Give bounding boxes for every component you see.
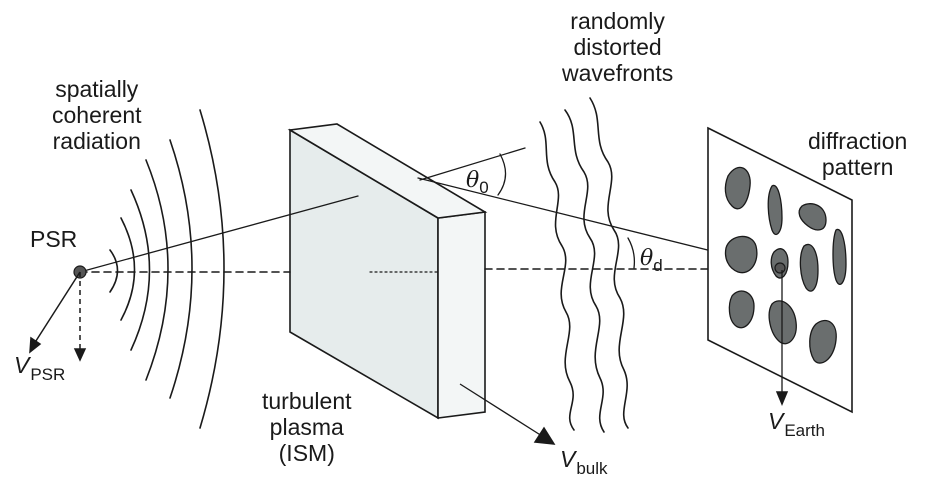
earth-dot [774,262,786,274]
coherent-wavefronts [109,109,225,429]
speckle-6 [799,243,819,292]
label-wavefronts-line-2: distorted [573,34,662,60]
speckle-7 [832,228,847,285]
thetad-arc [627,237,636,269]
label-distorted-wavefronts: randomly distorted wavefronts [562,8,673,86]
label-plasma-line-3: (ISM) [278,440,335,466]
label-coherent-radiation: spatially coherent radiation [52,76,142,154]
wavefront-arc-2 [120,217,136,321]
distorted-wavefront-3 [589,97,629,429]
v-bulk-arrow-line [459,383,543,437]
wavefront-arc-6 [199,109,225,429]
theta0-arc [497,153,507,196]
label-v-earth: VEarth [768,408,825,440]
distorted-wavefronts [539,97,629,433]
distorted-wavefront-2 [564,109,605,433]
label-wavefronts-line-3: wavefronts [562,60,674,86]
label-coherent-line-2: coherent [52,102,142,128]
wavefront-arc-3 [130,189,151,351]
label-v-bulk-symbol: V [560,446,576,472]
v-psr-projection-arrowhead [73,348,87,362]
label-v-psr-sub: PSR [30,365,66,384]
speckle-8 [728,290,755,329]
label-theta0-sub: 0 [479,178,489,197]
distorted-wavefront-1 [539,121,575,431]
speckle-2 [767,184,783,235]
label-v-earth-symbol: V [768,408,784,434]
label-coherent-line-1: spatially [55,76,139,102]
plasma-slab-side [437,211,486,419]
label-coherent-line-3: radiation [52,128,141,154]
wavefront-arc-5 [169,139,193,399]
label-diffraction-line-1: diffraction [808,128,908,154]
wavefront-arc-1 [109,249,119,293]
label-v-bulk: Vbulk [560,446,608,478]
label-plasma-line-1: turbulent [262,388,352,414]
v-earth-arrowhead [775,391,789,406]
v-psr-arrowhead [29,336,42,354]
label-v-bulk-sub: bulk [576,459,608,478]
v-bulk-arrowhead [533,426,556,445]
label-turbulent-plasma: turbulent plasma (ISM) [262,388,352,466]
label-diffraction-line-2: pattern [821,154,894,180]
reference-ray [419,147,526,181]
speckle-10 [809,319,837,364]
plasma-slab [287,123,488,420]
label-thetad: θd [640,244,663,275]
incident-ray [79,195,359,273]
label-v-psr: VPSR [14,352,66,384]
label-v-earth-sub: Earth [784,421,825,440]
speckle-3 [798,203,827,231]
plasma-slab-top [287,123,488,219]
v-psr-arrow-line [33,271,81,345]
label-diffraction-pattern: diffraction pattern [808,128,907,180]
label-theta0: θ0 [466,166,489,197]
label-theta0-symbol: θ [466,168,480,193]
label-thetad-symbol: θ [640,246,654,271]
speckle-4 [724,235,758,274]
label-psr: PSR [30,226,78,252]
wavefront-arc-4 [145,159,169,381]
label-wavefronts-line-1: randomly [570,8,665,34]
label-v-psr-symbol: V [14,352,30,378]
label-thetad-sub: d [653,256,663,275]
speckle-1 [724,166,751,210]
speckle-9 [768,300,797,345]
label-plasma-line-2: plasma [269,414,344,440]
